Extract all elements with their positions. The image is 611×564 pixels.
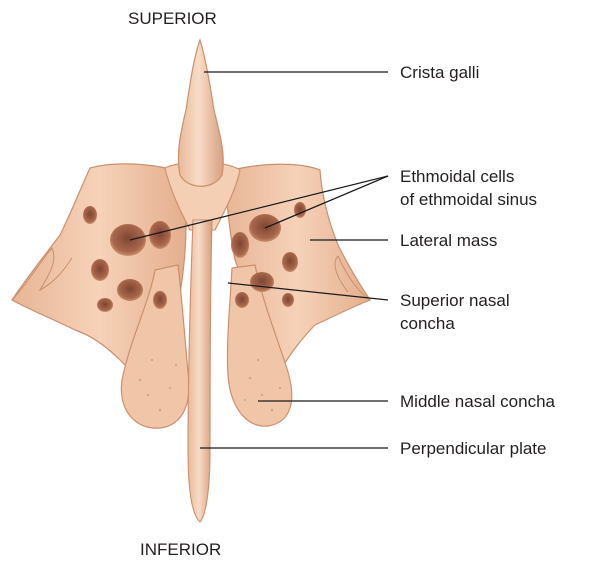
structure-labels: Crista galli Ethmoidal cells of ethmoida…: [400, 63, 556, 458]
label-ethmoidal-cells-line1: Ethmoidal cells: [400, 167, 514, 186]
label-superior-nasal-concha-line1: Superior nasal: [400, 291, 510, 310]
label-middle-nasal-concha: Middle nasal concha: [400, 392, 556, 411]
perpendicular-plate-shape: [188, 220, 212, 522]
superior-label: SUPERIOR: [128, 9, 217, 28]
label-ethmoidal-cells-line2: of ethmoidal sinus: [400, 190, 537, 209]
crista-galli-shape: [178, 40, 223, 186]
label-crista-galli: Crista galli: [400, 63, 479, 82]
ethmoid-bone: [12, 40, 370, 522]
label-perpendicular-plate: Perpendicular plate: [400, 439, 546, 458]
inferior-label: INFERIOR: [140, 540, 221, 559]
label-superior-nasal-concha-line2: concha: [400, 314, 455, 333]
label-lateral-mass: Lateral mass: [400, 231, 497, 250]
